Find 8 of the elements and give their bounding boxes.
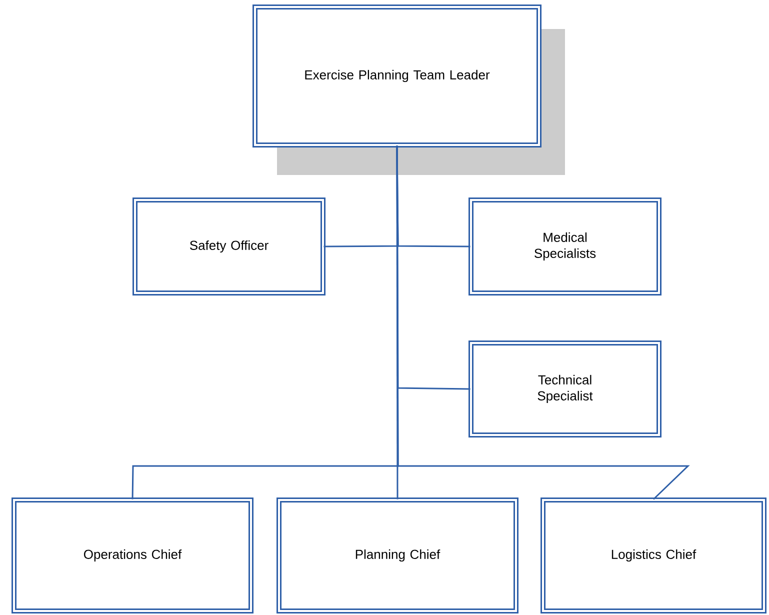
- org-box: Technical Specialist: [468, 340, 662, 438]
- org-box: Logistics Chief: [540, 498, 766, 614]
- org-box: Planning Chief: [276, 498, 518, 614]
- org-box: Operations Chief: [12, 498, 254, 614]
- org-box: Safety Officer: [132, 198, 326, 296]
- org-box: Exercise Planning Team Leader: [252, 4, 542, 148]
- connector-line: [396, 146, 690, 500]
- org-box: Medical Specialists: [468, 198, 662, 296]
